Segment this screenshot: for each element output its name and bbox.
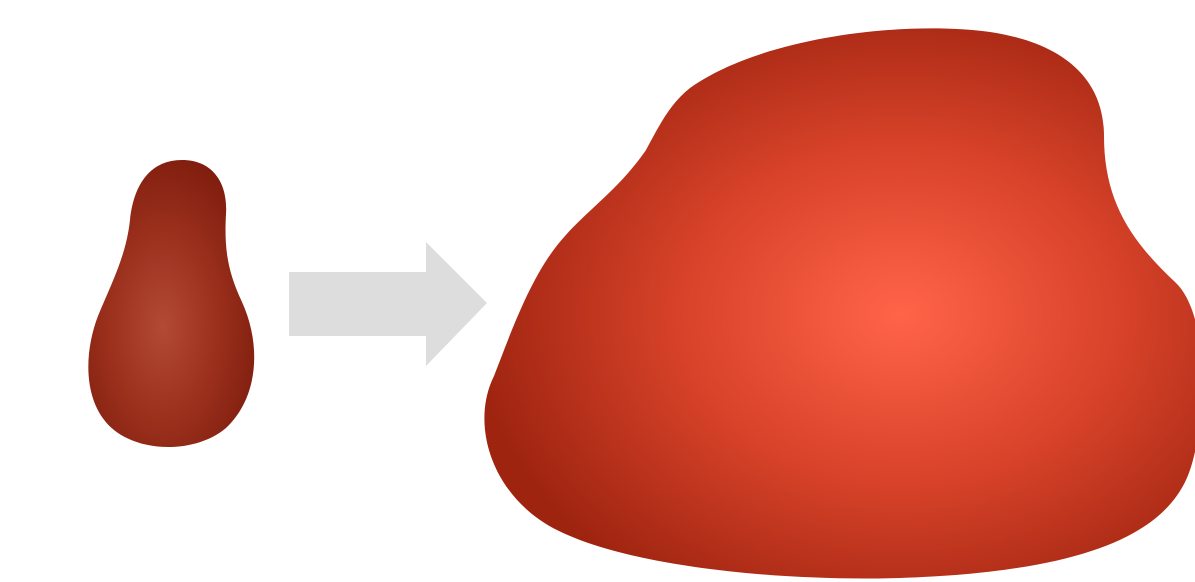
right-arrow-icon bbox=[289, 242, 487, 366]
large-blob-shape bbox=[484, 28, 1195, 578]
small-blob-shape bbox=[88, 160, 254, 447]
